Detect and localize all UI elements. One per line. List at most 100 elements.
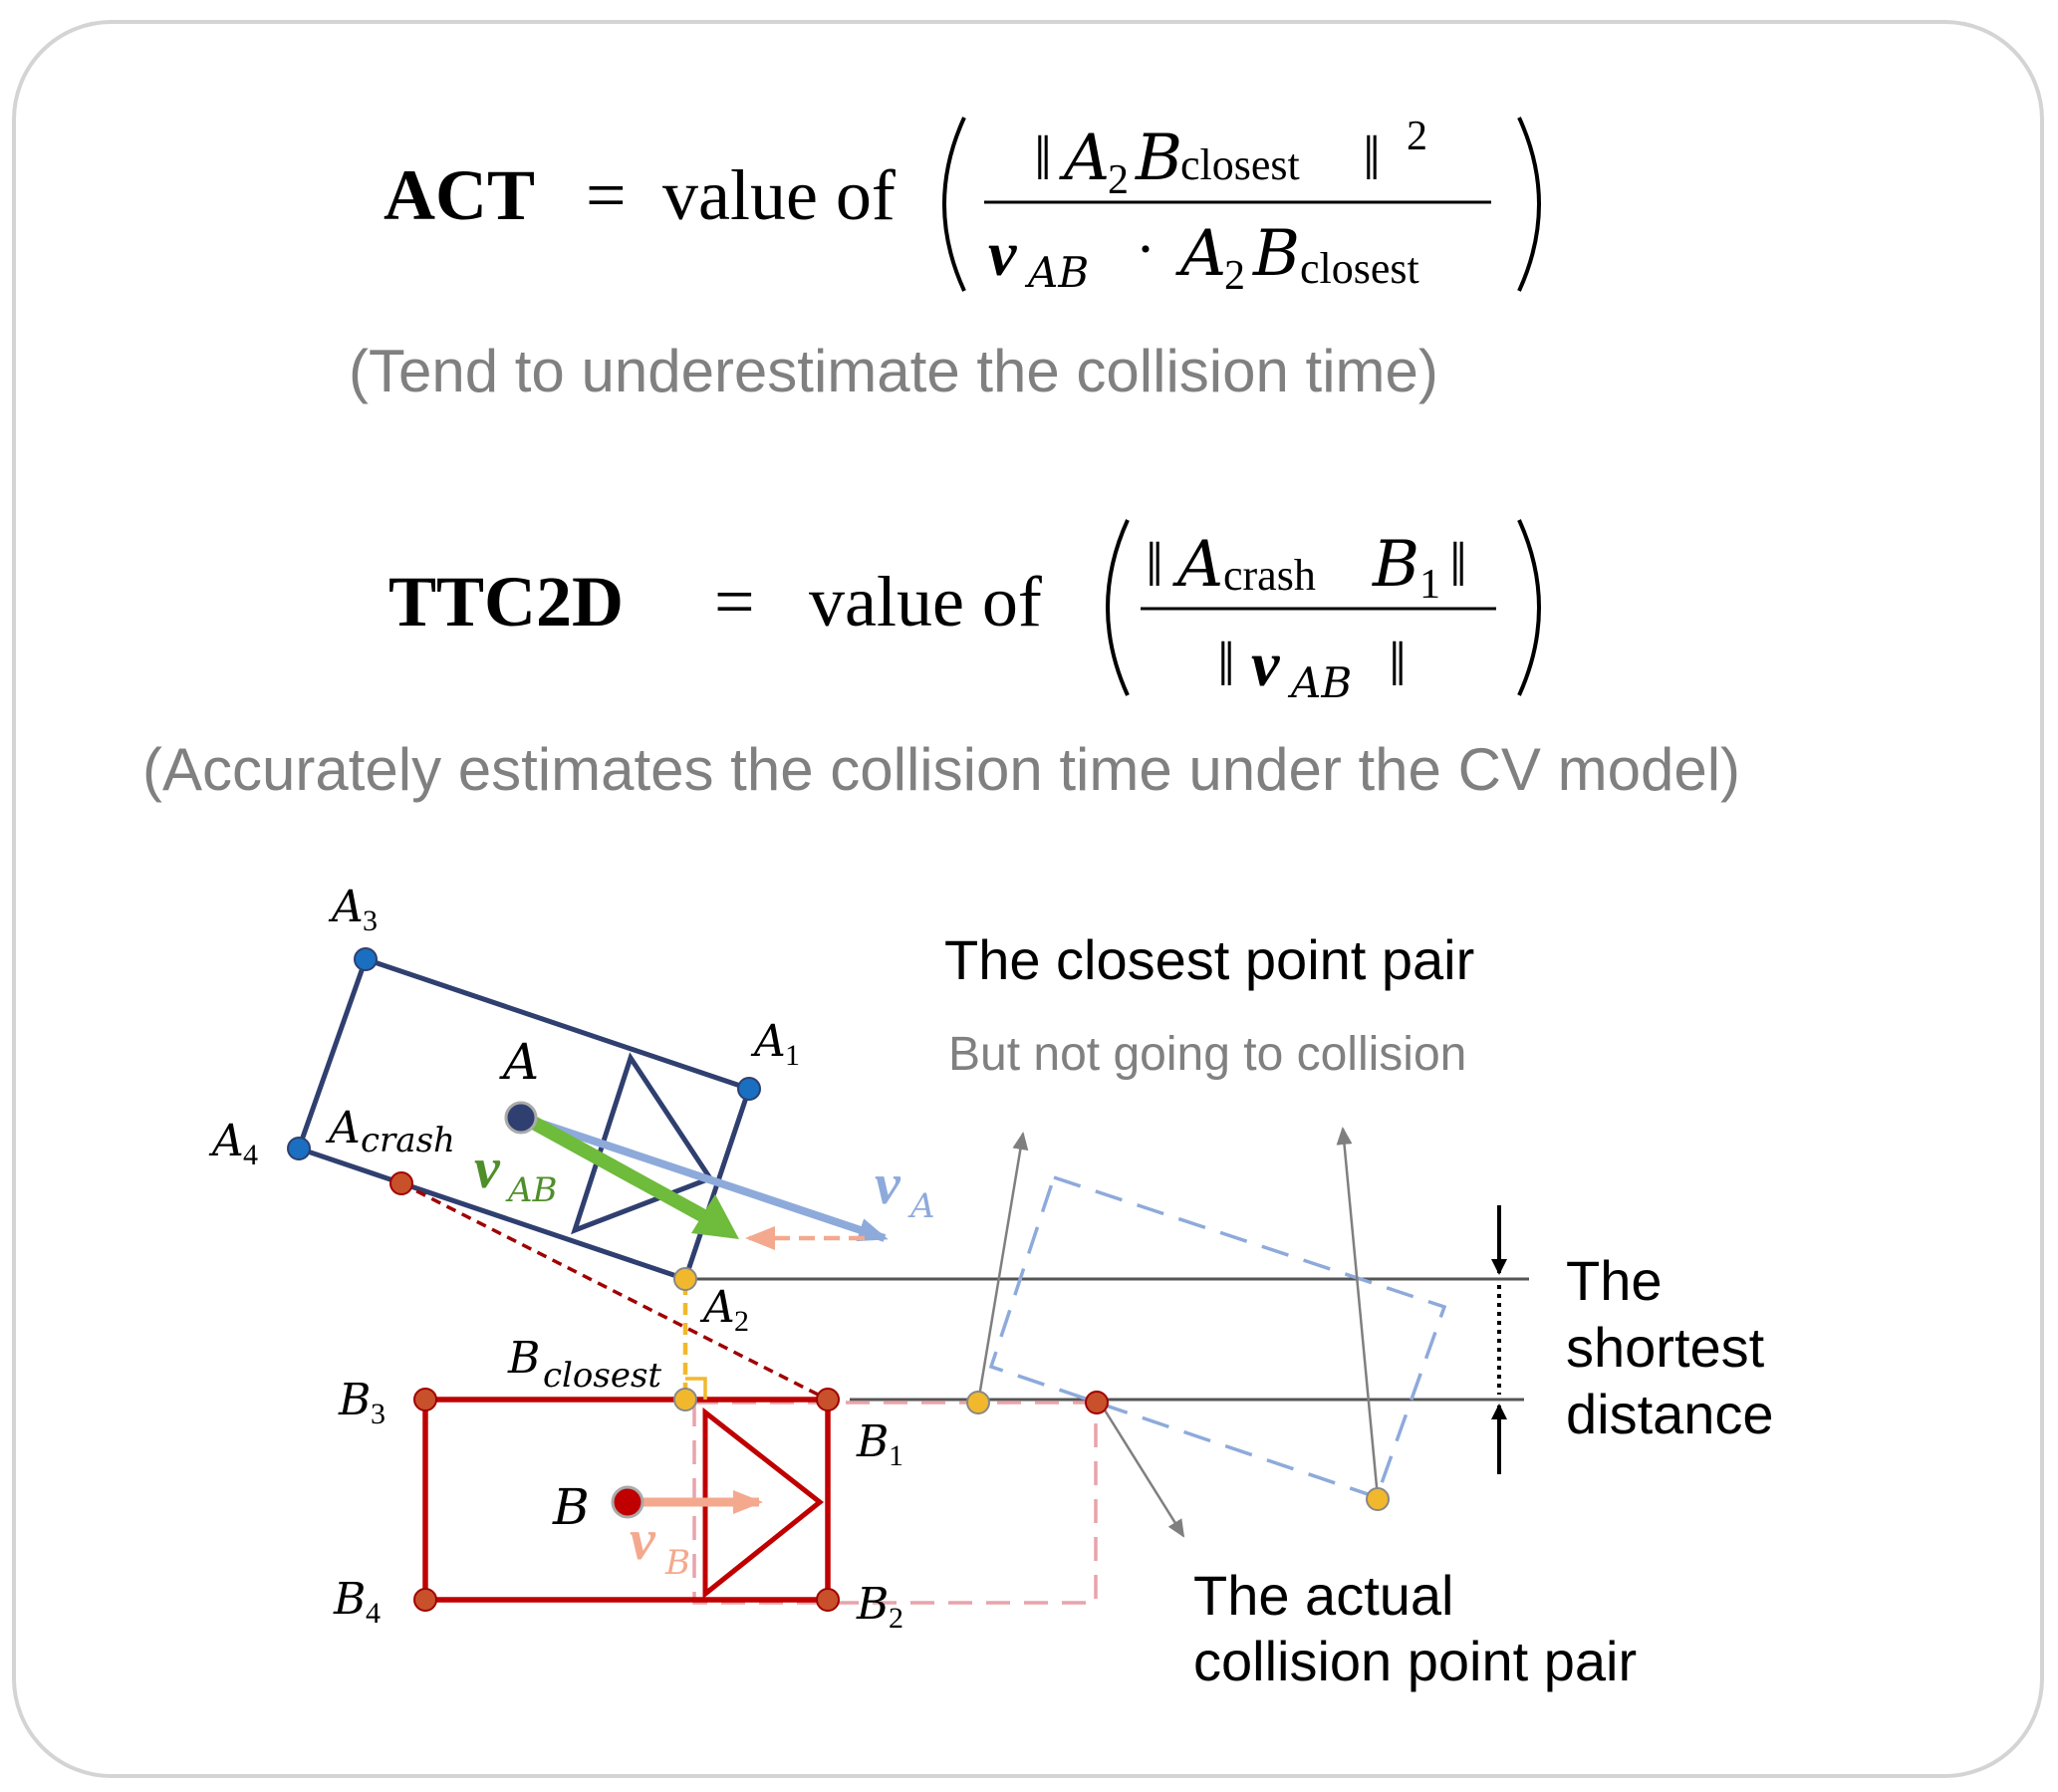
svg-text:AB: AB bbox=[1287, 658, 1352, 707]
corner-b1-dot bbox=[816, 1388, 840, 1411]
ghost-vehicle-b bbox=[692, 1403, 1098, 1605]
ghost-closest-dot-b bbox=[966, 1391, 990, 1414]
act-left-paren bbox=[942, 117, 966, 292]
svg-text:B: B bbox=[338, 1375, 371, 1425]
ghost-closest-dot-a bbox=[1366, 1487, 1390, 1511]
crash-path-line bbox=[400, 1181, 829, 1402]
b-closest-dot bbox=[673, 1388, 697, 1411]
svg-text:B: B bbox=[856, 1579, 889, 1630]
ttc2d-right-paren bbox=[1517, 519, 1541, 696]
shortest-distance-label: The shortest distance bbox=[1566, 1249, 1774, 1445]
corner-b3-dot bbox=[413, 1388, 437, 1411]
svg-text:‖: ‖ bbox=[1146, 529, 1163, 600]
ghost-vehicle-a bbox=[988, 1174, 1447, 1500]
closest-pair-title: The closest point pair bbox=[944, 928, 1474, 991]
label-a: A bbox=[499, 1033, 539, 1091]
svg-text:AB: AB bbox=[1024, 248, 1089, 297]
svg-text:closest: closest bbox=[543, 1356, 661, 1396]
svg-text:v: v bbox=[988, 218, 1017, 289]
right-angle-marker bbox=[685, 1377, 707, 1400]
svg-text:B: B bbox=[507, 1333, 540, 1384]
svg-text:3: 3 bbox=[371, 1398, 386, 1430]
label-v-ab: v AB bbox=[474, 1136, 558, 1210]
svg-text:v: v bbox=[1251, 629, 1280, 699]
svg-text:B: B bbox=[856, 1416, 889, 1467]
center-b-dot bbox=[611, 1485, 644, 1519]
label-a3: A 3 bbox=[328, 882, 378, 937]
closest-pair-arrow-right bbox=[1336, 1127, 1380, 1498]
svg-text:‖: ‖ bbox=[1389, 629, 1407, 699]
svg-text:‖: ‖ bbox=[1363, 123, 1381, 193]
label-a2: A 2 bbox=[699, 1282, 749, 1338]
svg-text:closest: closest bbox=[1180, 140, 1300, 189]
svg-text:2: 2 bbox=[889, 1602, 903, 1635]
closest-pair-arrow-left bbox=[976, 1132, 1029, 1404]
svg-text:crash: crash bbox=[361, 1121, 455, 1160]
svg-text:A: A bbox=[325, 1103, 361, 1153]
svg-text:A: A bbox=[699, 1282, 735, 1333]
actual-pair-label: The actual collision point pair bbox=[1193, 1564, 1637, 1692]
velocity-a-arrow bbox=[522, 1114, 889, 1242]
act-note: (Tend to underestimate the collision tim… bbox=[349, 338, 1438, 404]
label-b3: B 3 bbox=[338, 1375, 386, 1430]
act-equals: = bbox=[586, 155, 627, 235]
velocity-ab-arrow bbox=[524, 1113, 713, 1226]
svg-text:A: A bbox=[907, 1186, 935, 1226]
svg-text:1: 1 bbox=[1419, 562, 1440, 608]
corner-a2-dot bbox=[673, 1267, 697, 1291]
svg-text:A: A bbox=[1175, 217, 1226, 291]
svg-text:B: B bbox=[333, 1574, 366, 1625]
actual-pair-arrow bbox=[1097, 1400, 1185, 1538]
svg-text:‖: ‖ bbox=[1449, 529, 1467, 600]
svg-text:·: · bbox=[1136, 216, 1156, 282]
ttc2d-note: (Accurately estimates the collision time… bbox=[142, 736, 1740, 803]
svg-text:3: 3 bbox=[363, 904, 378, 937]
ttc2d-left-paren bbox=[1106, 519, 1130, 696]
collision-diagram: A 3 A 1 A 4 A 2 A A crash v AB v A v bbox=[208, 882, 1774, 1692]
svg-text:4: 4 bbox=[366, 1597, 381, 1630]
svg-text:closest: closest bbox=[1300, 244, 1419, 293]
svg-text:1: 1 bbox=[889, 1439, 903, 1472]
svg-text:1: 1 bbox=[785, 1039, 800, 1072]
center-a-dot bbox=[504, 1101, 538, 1135]
label-v-b: v B bbox=[630, 1507, 690, 1583]
label-b: B bbox=[552, 1478, 590, 1536]
svg-text:AB: AB bbox=[505, 1170, 558, 1210]
svg-text:The actual: The actual bbox=[1193, 1564, 1454, 1627]
act-label: ACT bbox=[384, 155, 535, 235]
svg-text:B: B bbox=[1135, 122, 1182, 195]
label-b4: B 4 bbox=[333, 1574, 381, 1630]
label-a1: A 1 bbox=[750, 1016, 800, 1072]
corner-a4-dot bbox=[287, 1137, 311, 1160]
svg-text:A: A bbox=[328, 882, 364, 932]
ghost-crash-dot bbox=[1085, 1391, 1109, 1414]
vehicle-b-body bbox=[422, 1397, 831, 1603]
svg-text:A: A bbox=[1059, 122, 1110, 195]
svg-text:B: B bbox=[1252, 217, 1300, 291]
figure-panel bbox=[12, 20, 2044, 1778]
label-b1: B 1 bbox=[856, 1416, 903, 1472]
ttc2d-label: TTC2D bbox=[388, 562, 624, 641]
svg-text:A: A bbox=[750, 1016, 786, 1067]
ttc2d-equals: = bbox=[714, 562, 755, 641]
corner-a3-dot bbox=[354, 947, 378, 971]
label-v-a: v A bbox=[875, 1152, 935, 1226]
corner-b2-dot bbox=[816, 1588, 840, 1612]
act-value-of: value of bbox=[662, 155, 896, 235]
svg-text:‖: ‖ bbox=[1217, 629, 1235, 699]
svg-text:v: v bbox=[875, 1152, 901, 1216]
svg-text:crash: crash bbox=[1223, 551, 1316, 600]
act-denominator: v AB · A 2 B closest bbox=[988, 216, 1419, 299]
svg-text:distance: distance bbox=[1566, 1383, 1774, 1445]
closest-pair-note: But not going to collision bbox=[948, 1028, 1466, 1081]
velocity-ab-arrowhead bbox=[691, 1194, 739, 1239]
ttc2d-denominator: ‖ v AB ‖ bbox=[1217, 629, 1407, 707]
act-formula: ACT = value of ‖ A 2 B closest ‖ 2 v AB … bbox=[349, 114, 1541, 404]
a-crash-dot bbox=[389, 1171, 413, 1195]
svg-text:2: 2 bbox=[1224, 253, 1245, 299]
svg-text:B: B bbox=[664, 1543, 690, 1583]
svg-text:v: v bbox=[630, 1507, 656, 1572]
svg-text:‖: ‖ bbox=[1034, 123, 1052, 193]
label-a-crash: A crash bbox=[325, 1103, 455, 1160]
